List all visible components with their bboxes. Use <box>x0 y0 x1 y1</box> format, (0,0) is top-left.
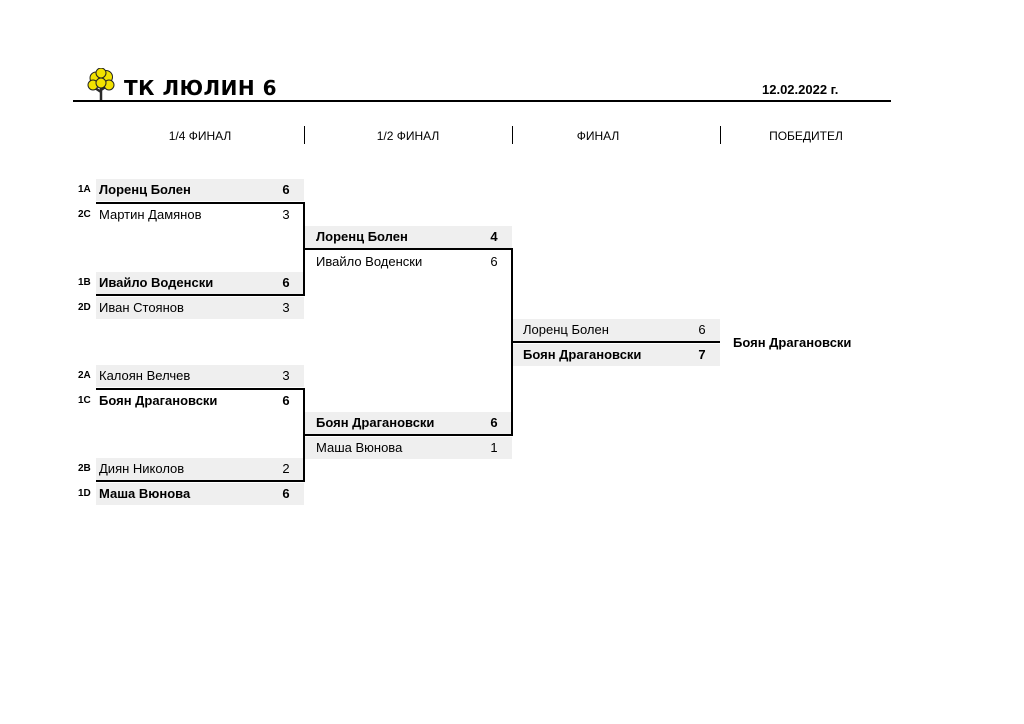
qf-slot-1 <box>96 179 304 201</box>
final-slot-2 <box>513 344 720 366</box>
final-slot-1 <box>513 319 720 341</box>
player-score: 4 <box>490 229 498 244</box>
player-name: Ивайло Воденски <box>316 254 423 269</box>
player-name: Лоренц Болен <box>99 182 191 197</box>
seed-label: 2D <box>78 302 91 313</box>
player-score: 1 <box>490 440 498 455</box>
player-name: Маша Вюнова <box>316 440 403 455</box>
player-score: 6 <box>282 393 290 408</box>
tree-logo-icon <box>87 68 115 101</box>
player-name: Боян Драгановски <box>316 415 435 430</box>
column-header-semifinal: 1/2 ФИНАЛ <box>376 129 440 143</box>
column-divider <box>512 126 513 144</box>
player-name: Маша Вюнова <box>99 486 191 501</box>
qf-slot-3 <box>96 272 304 294</box>
seed-label: 2B <box>78 463 91 474</box>
seed-label: 1C <box>78 395 91 406</box>
player-score: 3 <box>282 207 290 222</box>
sf-slot-1 <box>305 226 512 248</box>
player-name: Лоренц Болен <box>316 229 408 244</box>
player-score: 6 <box>698 322 706 337</box>
player-score: 6 <box>490 415 498 430</box>
player-name: Ивайло Воденски <box>99 275 214 290</box>
column-header-final: ФИНАЛ <box>576 129 620 143</box>
bracket-line <box>96 388 305 390</box>
qf-slot-8 <box>96 483 304 505</box>
player-score: 6 <box>490 254 498 269</box>
seed-label: 1D <box>78 488 91 499</box>
bracket-line <box>303 388 305 481</box>
event-date: 12.02.2022 г. <box>762 82 839 97</box>
qf-slot-4 <box>96 297 304 319</box>
player-name: Лоренц Болен <box>523 322 609 337</box>
header-rule <box>73 100 891 102</box>
player-name: Боян Драгановски <box>99 393 218 408</box>
seed-label: 2C <box>78 209 91 220</box>
column-header-winner: ПОБЕДИТЕЛ <box>769 129 843 143</box>
qf-slot-5 <box>96 365 304 387</box>
seed-label: 1B <box>78 277 91 288</box>
player-score: 7 <box>698 347 706 362</box>
player-name: Мартин Дамянов <box>99 207 202 222</box>
club-title: ТК ЛЮЛИН 6 <box>124 76 278 100</box>
bracket-line <box>96 480 305 482</box>
seed-label: 2A <box>78 370 91 381</box>
column-header-quarterfinal: 1/4 ФИНАЛ <box>168 129 232 143</box>
player-name: Боян Драгановски <box>523 347 642 362</box>
bracket-line <box>96 294 305 296</box>
player-name: Диян Николов <box>99 461 185 476</box>
bracket-line <box>305 248 513 250</box>
bracket-line <box>305 434 513 436</box>
sf-slot-3 <box>305 412 512 434</box>
player-name: Калоян Велчев <box>99 368 191 383</box>
column-divider <box>720 126 721 144</box>
player-score: 3 <box>282 368 290 383</box>
qf-slot-7 <box>96 458 304 480</box>
sf-slot-4 <box>305 437 512 459</box>
bracket-line <box>96 202 305 204</box>
player-score: 3 <box>282 300 290 315</box>
bracket-line <box>511 248 513 436</box>
player-name: Иван Стоянов <box>99 300 184 315</box>
player-score: 6 <box>282 182 290 197</box>
seed-label: 1A <box>78 184 91 195</box>
column-divider <box>304 126 305 144</box>
bracket-line <box>513 341 720 343</box>
player-score: 6 <box>282 486 290 501</box>
player-score: 6 <box>282 275 290 290</box>
bracket-line <box>303 202 305 295</box>
tournament-winner: Боян Драгановски <box>733 335 852 350</box>
player-score: 2 <box>282 461 290 476</box>
